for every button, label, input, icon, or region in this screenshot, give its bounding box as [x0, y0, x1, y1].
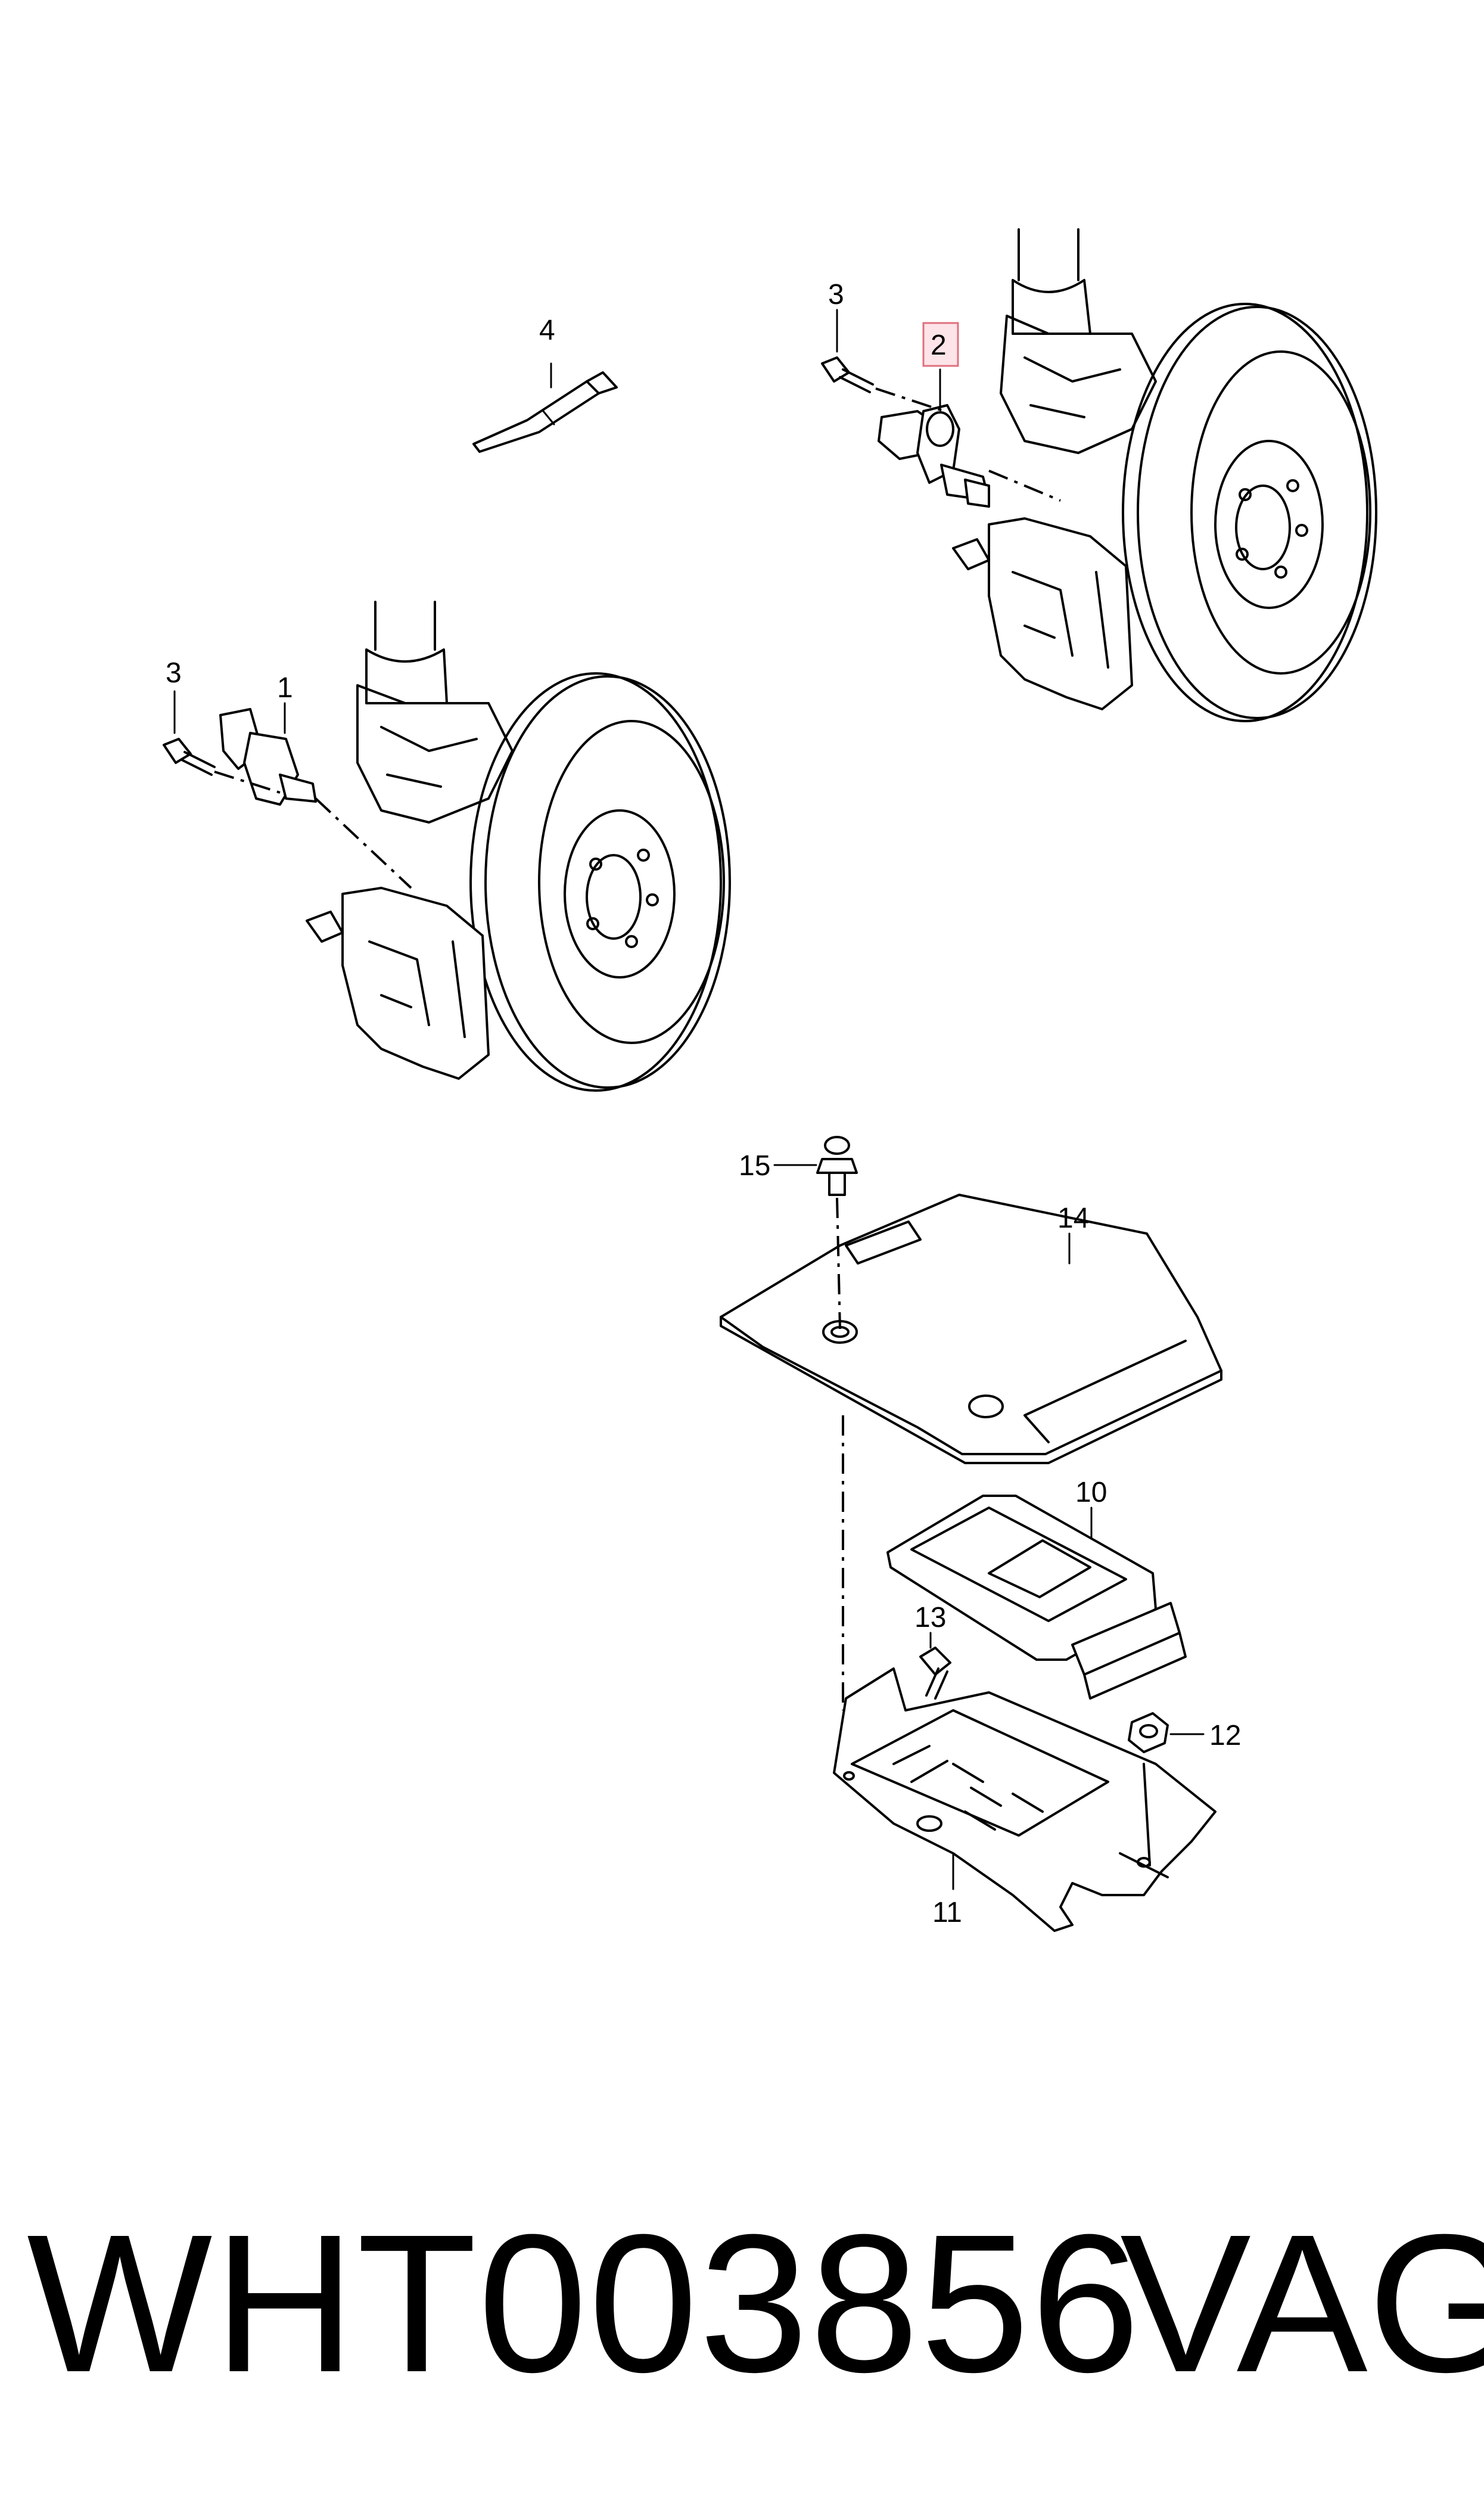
bolt-part-13: [919, 1632, 951, 1700]
callout-1: 1: [277, 672, 293, 704]
nut-part-12: [1128, 1712, 1205, 1753]
lower-left-brake-assembly: [306, 601, 731, 1092]
callout-11: 11: [932, 1897, 962, 1928]
callout-15: 15: [739, 1150, 770, 1182]
clip-part-15: [773, 1136, 858, 1196]
sealant-tube-part-4: [472, 362, 618, 453]
callout-4: 4: [539, 315, 555, 346]
upper-right-brake-assembly: [952, 228, 1377, 722]
cover-part-14: [720, 1194, 1222, 1464]
bolt-part-3-upper: [821, 309, 874, 393]
callout-3-lower: 3: [166, 657, 182, 689]
callout-10: 10: [1075, 1477, 1107, 1508]
brand-label: VAG: [1120, 2193, 1484, 2413]
callout-2: 2: [931, 330, 947, 361]
control-unit-part-10: [886, 1495, 1187, 1700]
callout-2-highlight: [922, 322, 959, 367]
bracket-part-11: [833, 1667, 1217, 1932]
callout-12: 12: [1209, 1720, 1241, 1751]
callout-14: 14: [1057, 1203, 1089, 1234]
callout-13: 13: [914, 1602, 946, 1633]
part-number-label: WHT003856: [27, 2193, 1141, 2413]
bolt-part-3-lower: [163, 690, 216, 776]
callout-3-upper: 3: [828, 279, 844, 310]
speed-sensor-part-2: [878, 368, 990, 508]
